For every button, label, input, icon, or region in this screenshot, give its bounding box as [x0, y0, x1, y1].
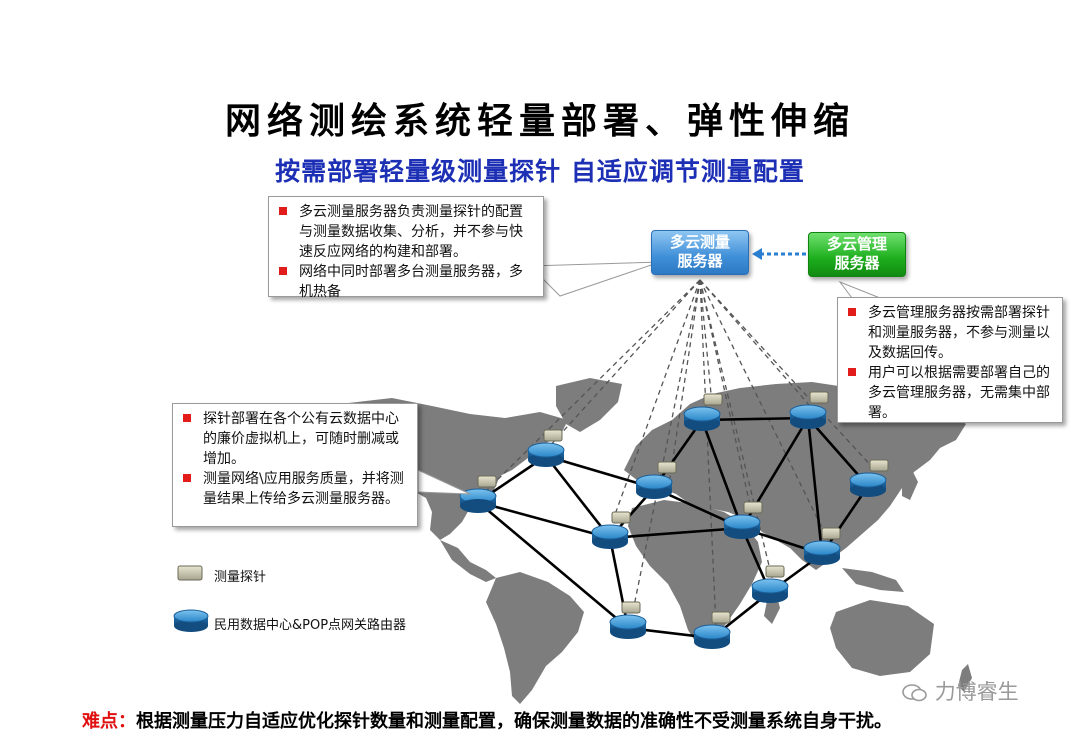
callout-item: 测量网络\应用服务质量，并将测量结果上传给多云测量服务器。: [181, 469, 409, 509]
footer-text: 根据测量压力自适应优化探针数量和测量配置，确保测量数据的准确性不受测量系统自身干…: [136, 711, 892, 732]
nodes: [459, 391, 889, 649]
router-icon: [849, 472, 887, 488]
pointer-right: [838, 280, 881, 299]
page-subtitle: 按需部署轻量级测量探针 自适应调节测量配置: [275, 157, 805, 186]
probe-icon: [477, 475, 497, 488]
map-se-asia-islands: [842, 568, 904, 592]
node-north-africa: [591, 511, 631, 549]
callout-item: 探针部署在各个公有云数据中心的廉价虚拟机上，可随时删减或增加。: [181, 409, 409, 469]
callout-probes: 探针部署在各个公有云数据中心的廉价虚拟机上，可随时删减或增加。 测量网络\应用服…: [172, 403, 418, 527]
node-southern-africa: [693, 611, 731, 649]
router-icon: [803, 540, 841, 556]
probe-icon: [765, 565, 785, 578]
callout-pointers: [417, 261, 881, 495]
legend-icons: [173, 565, 209, 632]
router-icon: [723, 514, 761, 530]
map-central-america: [440, 540, 496, 582]
callout-management-server: 多云管理服务器按需部署探针和测量服务器，不参与测量以及数据回传。 用户可以根据需…: [837, 297, 1063, 423]
legend-probe-icon: [177, 565, 203, 581]
cloud-measurement-server: 多云测量 服务器: [651, 230, 749, 275]
footer-key: 难点：: [82, 711, 136, 732]
map-greenland: [556, 378, 622, 432]
router-icon: [693, 624, 731, 640]
pointer-top-left: [528, 261, 661, 297]
map-japan: [902, 470, 918, 500]
probe-icon: [711, 611, 731, 624]
cloud-management-server: 多云管理 服务器: [808, 232, 906, 277]
callout-item: 多云管理服务器按需部署探针和测量服务器，不参与测量以及数据回传。: [846, 303, 1054, 363]
router-icon: [609, 614, 647, 630]
node-east-asia: [849, 459, 889, 497]
pointer-left: [417, 469, 471, 495]
router-icon: [591, 524, 629, 540]
router-icon: [527, 442, 565, 458]
wechat-icon: [902, 683, 928, 703]
probe-icon: [543, 429, 563, 442]
node-north-america-west: [459, 475, 497, 513]
node-russia: [789, 391, 829, 429]
node-south-asia: [803, 527, 841, 565]
node-south-america: [609, 601, 647, 639]
node-north-america-east: [527, 429, 565, 467]
brand-watermark: 力博睿生: [902, 676, 1019, 706]
node-europe-west: [635, 461, 677, 499]
probe-icon: [821, 527, 841, 540]
node-europe-north: [683, 393, 723, 431]
cloud-management-server-label: 多云管理 服务器: [826, 235, 887, 272]
legend-router-icon: [173, 609, 209, 632]
brand-name: 力博睿生: [934, 680, 1019, 704]
server-link: [752, 248, 806, 260]
probe-icon: [743, 501, 763, 514]
map-south-america: [486, 572, 584, 704]
legend-probe-label: 测量探针: [214, 570, 267, 585]
probe-icon: [869, 459, 889, 472]
router-icon: [789, 404, 827, 420]
callout-item: 网络中同时部署多台测量服务器，多机热备: [277, 262, 535, 302]
node-east-africa: [751, 565, 789, 603]
legend-router-label: 民用数据中心&POP点网关路由器: [214, 618, 407, 633]
router-icon: [751, 578, 789, 594]
map-new-zealand: [958, 664, 972, 692]
control-links: [484, 279, 876, 627]
callout-measurement-server: 多云测量服务器负责测量探针的配置与测量数据收集、分析，并不参与快速反应网络的构建…: [268, 196, 544, 300]
callout-item: 多云测量服务器负责测量探针的配置与测量数据收集、分析，并不参与快速反应网络的构建…: [277, 202, 535, 262]
probe-icon: [809, 391, 829, 404]
probe-icon: [657, 461, 677, 474]
page-title: 网络测绘系统轻量部署、弹性伸缩: [224, 100, 855, 142]
callout-item: 用户可以根据需要部署自己的多云管理服务器，无需集中部署。: [846, 363, 1054, 423]
router-icon: [683, 406, 721, 422]
node-middle-east: [723, 501, 763, 539]
router-icon: [635, 474, 673, 490]
cloud-measurement-server-label: 多云测量 服务器: [669, 233, 730, 270]
footer-note: 难点：根据测量压力自适应优化探针数量和测量配置，确保测量数据的准确性不受测量系统…: [82, 707, 892, 733]
probe-icon: [621, 601, 641, 614]
probe-icon: [703, 393, 723, 406]
probe-icon: [611, 511, 631, 524]
map-australia: [830, 600, 934, 676]
